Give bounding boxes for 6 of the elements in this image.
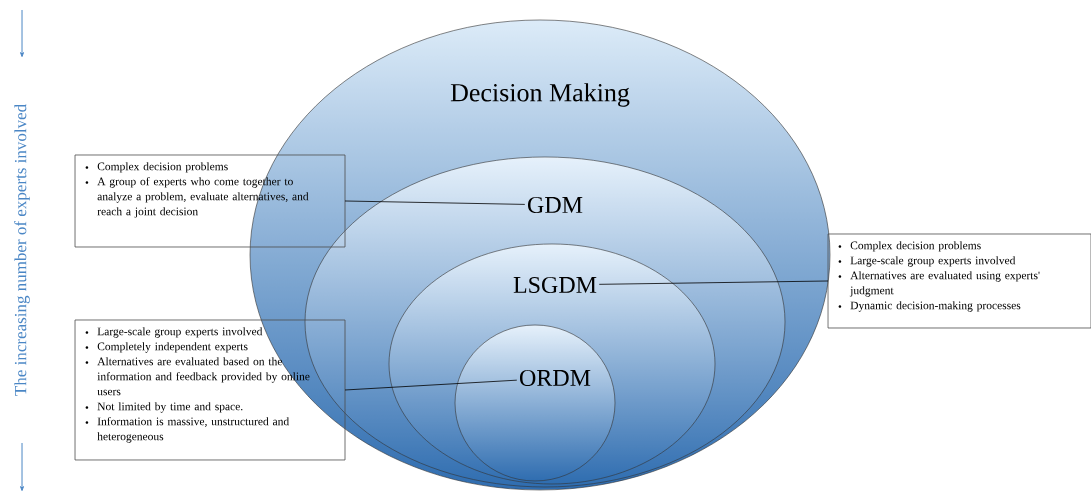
axis-label: The increasing number of experts involved (14, 104, 30, 396)
leader-line (344, 379, 518, 391)
text-box: Complex decision problems Large-scale group experts involved Alternatives are evaluated using experts' judgment Dynamic decision-making processes (827, 233, 1091, 329)
leader-line (598, 280, 829, 285)
text-box: Complex decision problems A group of experts who come together to analyze a problem, evaluate alternatives, and reach a joint decision (74, 154, 346, 248)
leader-line (344, 200, 526, 205)
